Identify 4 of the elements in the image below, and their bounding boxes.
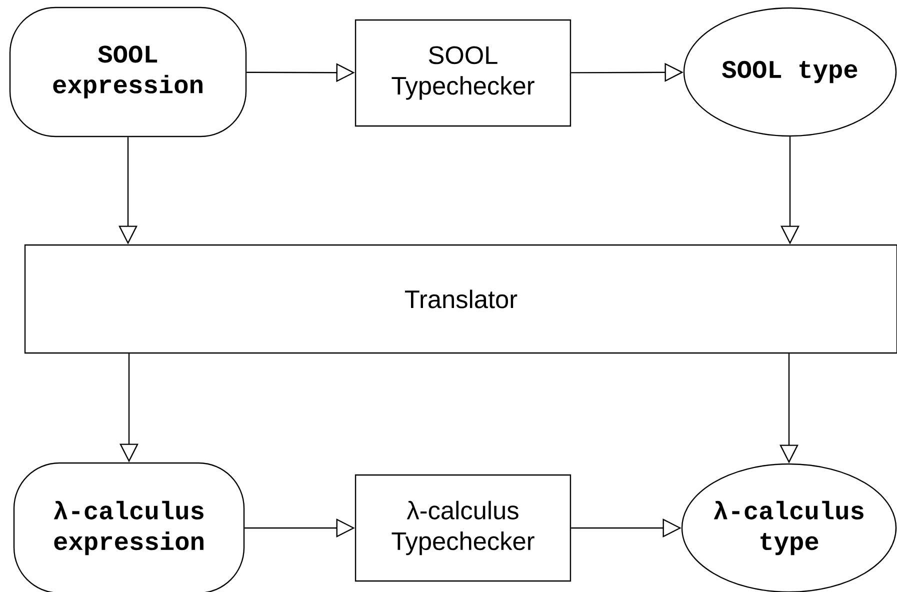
- process-box: λ-calculus Typechecker: [354, 474, 572, 582]
- process-box: SOOL Typechecker: [354, 19, 572, 127]
- process-box: Translator: [24, 244, 897, 354]
- ellipse-node: SOOL type: [683, 7, 897, 137]
